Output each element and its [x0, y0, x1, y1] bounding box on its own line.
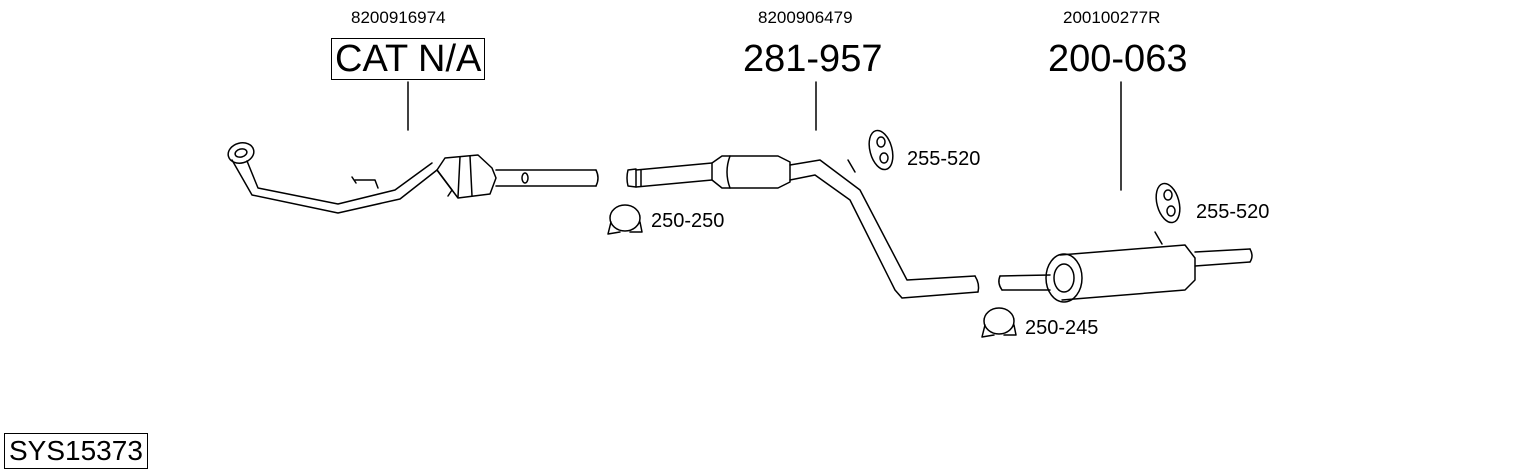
front-pipe-catalyst: [227, 142, 599, 214]
part-number-cat[interactable]: CAT N/A: [331, 38, 486, 80]
clamp-icon: [607, 204, 643, 235]
part-number-281-957[interactable]: 281-957: [743, 38, 883, 80]
accessory-hanger-255-520-a[interactable]: 255-520: [907, 148, 981, 170]
system-code: SYS15373: [4, 433, 148, 469]
rear-silencer: [998, 231, 1253, 303]
accessory-hanger-255-520-b[interactable]: 255-520: [1196, 201, 1270, 223]
oem-number-1: 8200916974: [351, 8, 446, 27]
rubber-hanger-icon: [1155, 182, 1181, 224]
clamp-icon: [981, 307, 1017, 338]
oem-number-3: 200100277R: [1063, 8, 1161, 27]
oem-number-2: 8200906479: [758, 8, 853, 27]
part-number-200-063[interactable]: 200-063: [1048, 38, 1188, 80]
rubber-hanger-icon: [868, 129, 894, 171]
accessory-clamp-250-250[interactable]: 250-250: [651, 210, 725, 232]
accessory-clamp-250-245[interactable]: 250-245: [1025, 317, 1099, 339]
middle-silencer: [626, 155, 980, 299]
